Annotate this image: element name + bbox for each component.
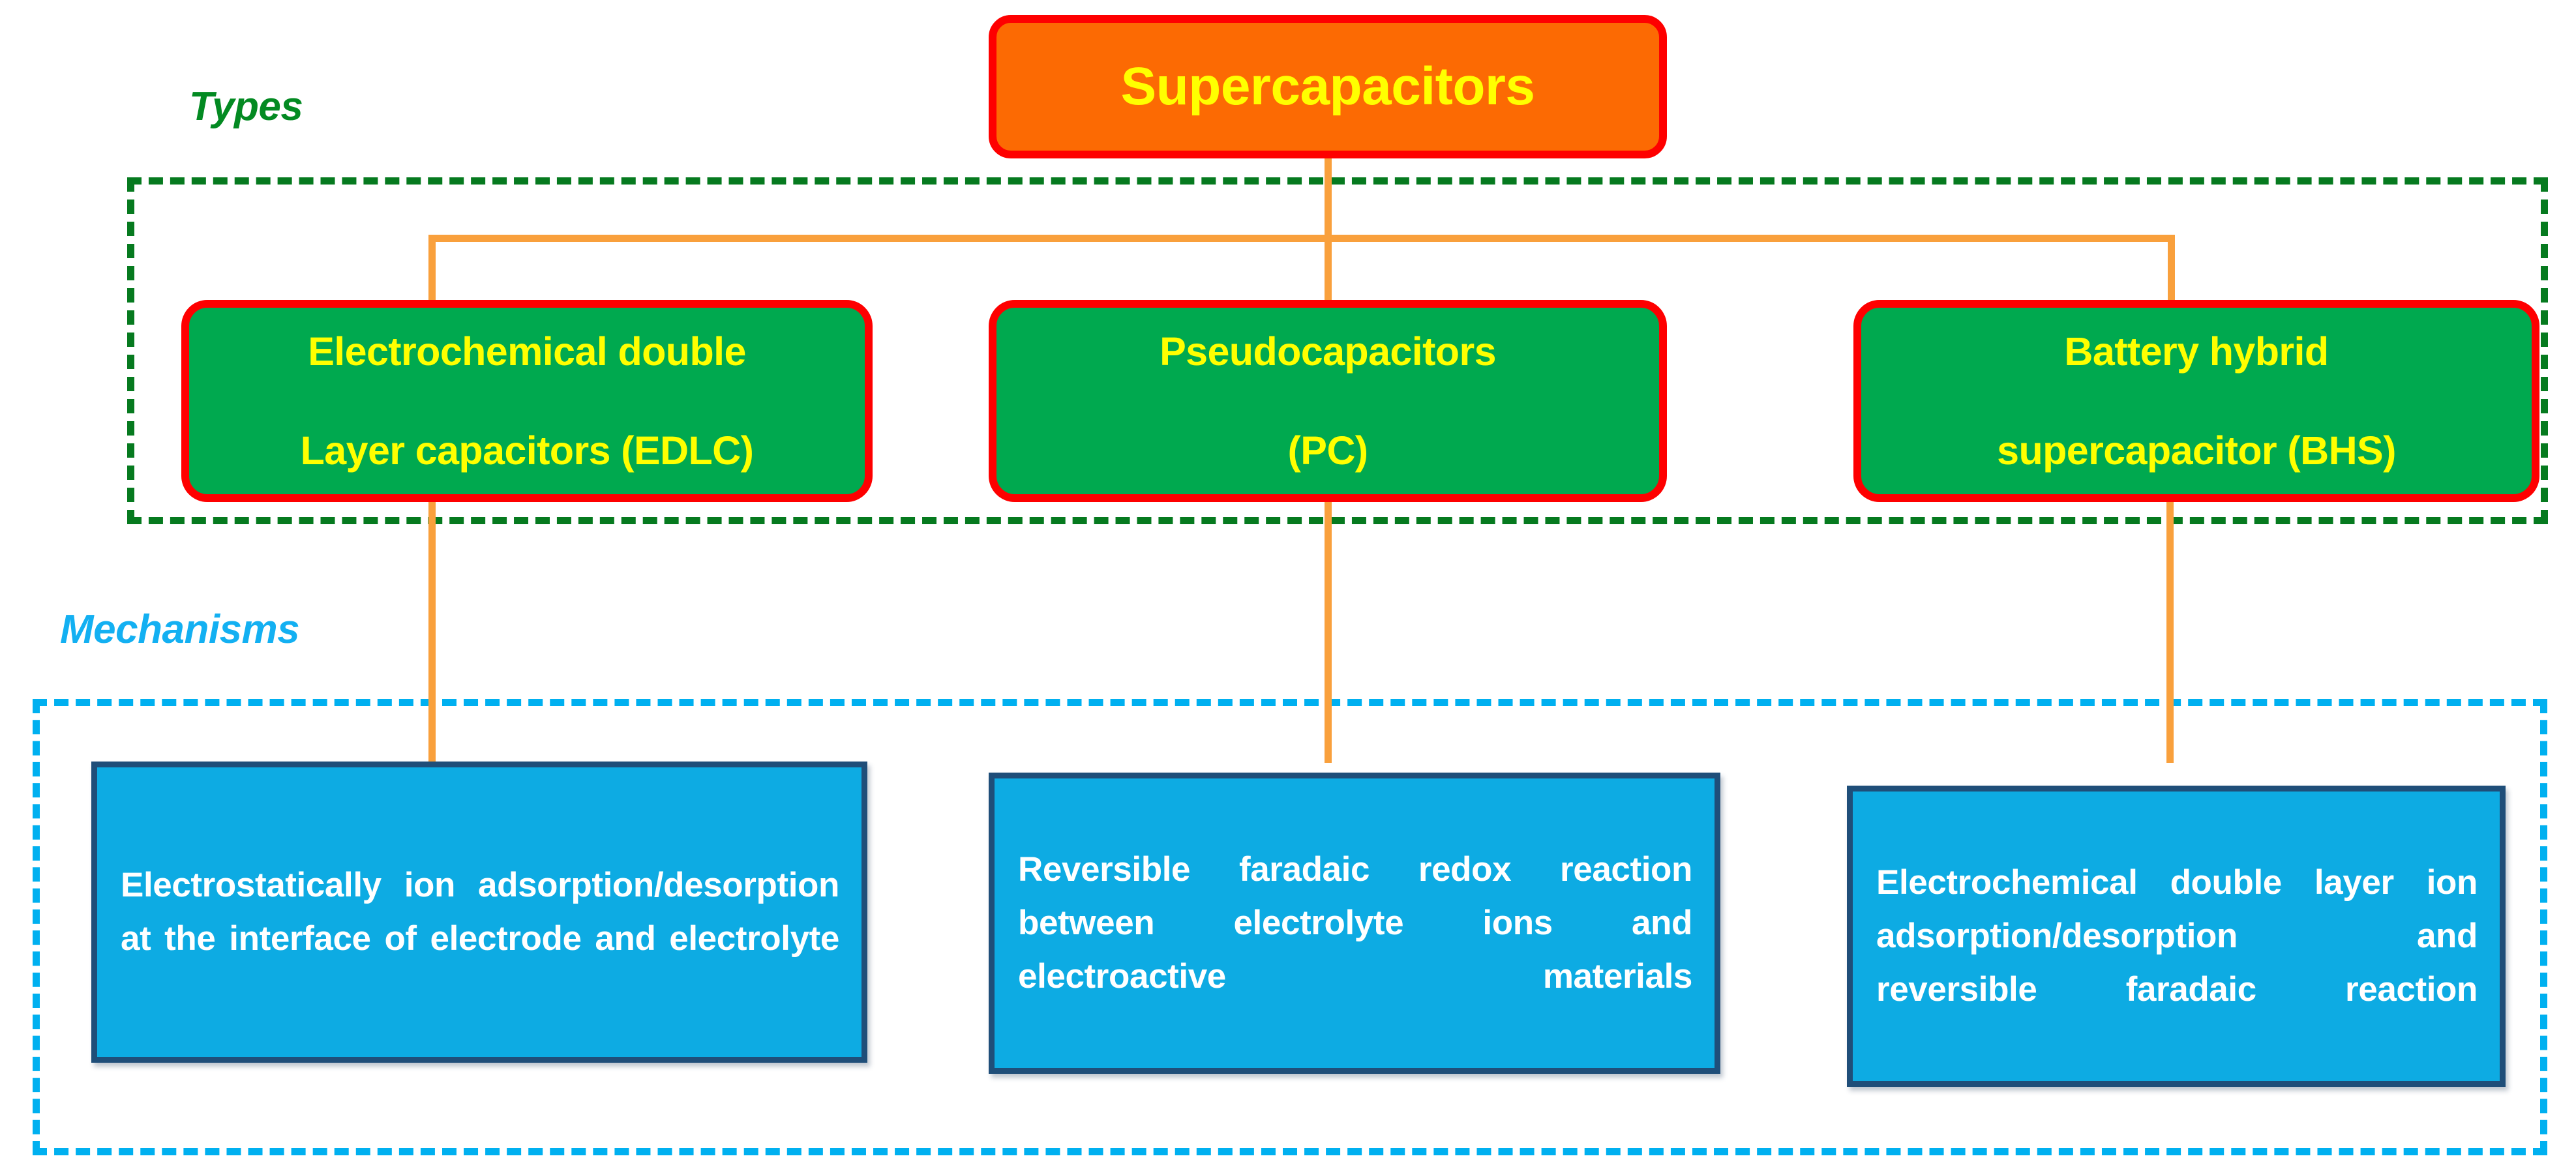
root-node-label: Supercapacitors: [1120, 57, 1535, 116]
type-node-edlc-text: Electrochemical double Layer capacitors …: [198, 327, 856, 476]
types-group-container: [127, 177, 2548, 524]
type-node-edlc-line2: Layer capacitors (EDLC): [300, 428, 754, 473]
connector-horizontal-bus: [428, 235, 2175, 242]
connector-type-3-to-mechanism-3: [2166, 497, 2174, 763]
connector-bus-to-type-1: [428, 235, 436, 306]
mechanisms-group-label: Mechanisms: [60, 607, 300, 652]
type-node-edlc-line1: Electrochemical double: [308, 329, 746, 374]
mechanism-node-edlc[interactable]: Electrostatically ion adsorption/desorpt…: [91, 762, 867, 1063]
type-node-bhs-line2: supercapacitor (BHS): [1997, 428, 2396, 473]
type-node-pc-line2: (PC): [1287, 428, 1369, 473]
root-node-supercapacitors[interactable]: Supercapacitors: [989, 15, 1667, 158]
connector-type-2-to-mechanism-2: [1325, 497, 1332, 763]
type-node-bhs-text: Battery hybrid supercapacitor (BHS): [1870, 327, 2523, 476]
mechanism-node-pc-text: Reversible faradaic redox reaction betwe…: [1018, 850, 1692, 996]
type-node-bhs-line1: Battery hybrid: [2064, 329, 2329, 374]
type-node-bhs[interactable]: Battery hybrid supercapacitor (BHS): [1853, 300, 2539, 502]
type-node-pc-text: Pseudocapacitors (PC): [1006, 327, 1650, 476]
mechanism-node-edlc-text: Electrostatically ion adsorption/desorpt…: [121, 865, 839, 958]
connector-root-to-bus: [1325, 158, 1332, 305]
type-node-edlc[interactable]: Electrochemical double Layer capacitors …: [181, 300, 873, 502]
mechanism-node-pc[interactable]: Reversible faradaic redox reaction betwe…: [989, 773, 1720, 1074]
type-node-pc[interactable]: Pseudocapacitors (PC): [989, 300, 1667, 502]
mechanism-node-bhs[interactable]: Electrochemical double layer ion adsorpt…: [1847, 786, 2506, 1087]
type-node-pc-line1: Pseudocapacitors: [1160, 329, 1496, 374]
connector-bus-to-type-3: [2168, 235, 2175, 306]
connector-type-1-to-mechanism-1: [428, 497, 436, 787]
mechanisms-group-container: [33, 699, 2547, 1155]
mechanism-node-bhs-text: Electrochemical double layer ion adsorpt…: [1876, 863, 2478, 1009]
types-group-label: Types: [189, 84, 303, 129]
